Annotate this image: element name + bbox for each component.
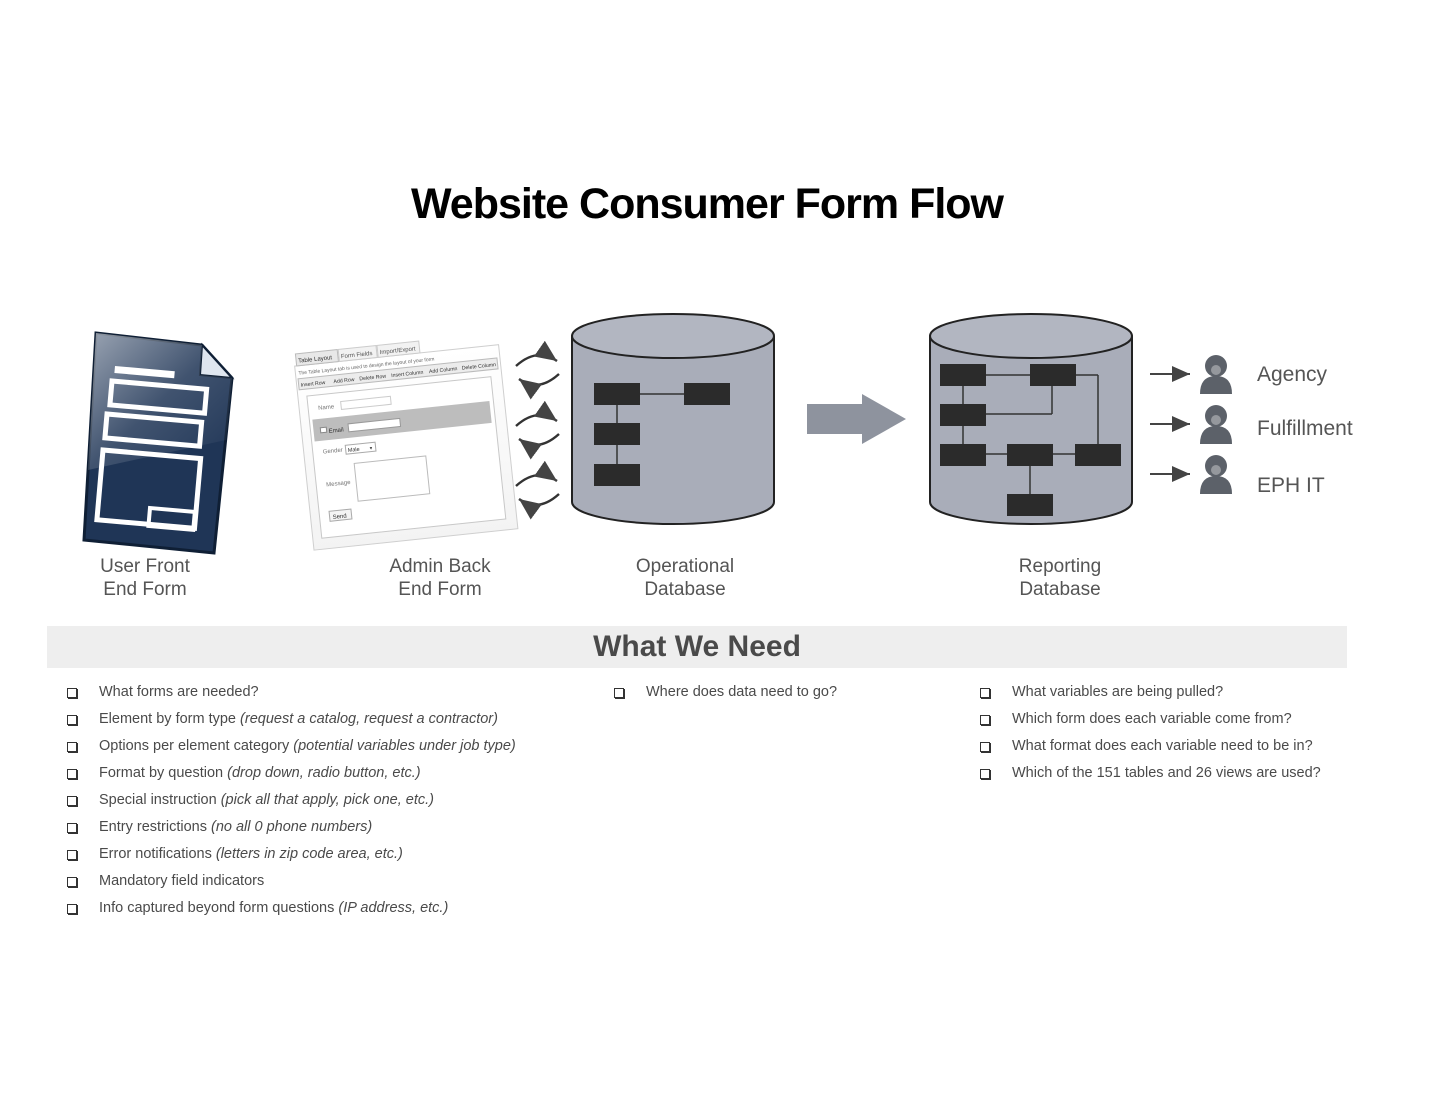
item-note: (request a catalog, request a contractor… bbox=[240, 711, 498, 727]
admin-toolbar-button: Delete Column bbox=[462, 362, 497, 372]
checkbox-icon bbox=[67, 742, 77, 752]
item-text: What variables are being pulled? bbox=[1012, 684, 1224, 700]
caption-line: User Front bbox=[100, 556, 190, 577]
list-item: Entry restrictions (no all 0 phone numbe… bbox=[67, 817, 587, 844]
list-item: Which form does each variable come from? bbox=[980, 709, 1380, 736]
list-item: Element by form type (request a catalog,… bbox=[67, 709, 587, 736]
item-text: What forms are needed? bbox=[99, 684, 259, 700]
caption-reporting-database: Reporting Database bbox=[980, 555, 1140, 601]
admin-tab-label: Import/Export bbox=[379, 346, 416, 356]
list-item: What format does each variable need to b… bbox=[980, 736, 1380, 763]
person-icon bbox=[1200, 455, 1232, 494]
admin-tab-label: Table Layout bbox=[298, 355, 333, 365]
caption-line: Reporting bbox=[1018, 556, 1102, 577]
list-item: Format by question (drop down, radio but… bbox=[67, 763, 587, 790]
item-text: Where does data need to go? bbox=[646, 684, 838, 700]
operational-database-icon bbox=[571, 313, 775, 525]
item-text: Mandatory field indicators bbox=[99, 873, 265, 889]
list-item: Info captured beyond form questions (IP … bbox=[67, 898, 587, 925]
needs-title: What We Need bbox=[593, 630, 801, 663]
item-note: (drop down, radio button, etc.) bbox=[227, 765, 421, 781]
list-item: Special instruction (pick all that apply… bbox=[67, 790, 587, 817]
admin-field-label: Gender bbox=[323, 448, 344, 456]
checkbox-icon bbox=[980, 769, 990, 779]
checkbox-icon bbox=[67, 877, 77, 887]
dropdown-caret-icon: ▾ bbox=[369, 445, 373, 451]
checkbox-icon bbox=[614, 688, 624, 698]
item-text: Special instruction bbox=[99, 792, 221, 808]
checkbox-icon bbox=[67, 688, 77, 698]
list-item: Where does data need to go? bbox=[614, 682, 934, 709]
person-icon bbox=[1200, 355, 1232, 394]
needs-list-forms: What forms are needed? Element by form t… bbox=[67, 682, 587, 925]
caption-line: End Form bbox=[103, 579, 187, 600]
checkbox-icon bbox=[67, 769, 77, 779]
list-item: What variables are being pulled? bbox=[980, 682, 1380, 709]
admin-send-button: Send bbox=[332, 514, 347, 521]
checkbox-icon bbox=[67, 904, 77, 914]
caption-line: Database bbox=[1019, 579, 1101, 600]
caption-line: End Form bbox=[398, 579, 482, 600]
checkbox-icon bbox=[67, 823, 77, 833]
stakeholder-label-eph-it: EPH IT bbox=[1257, 474, 1325, 497]
checkbox-icon bbox=[980, 742, 990, 752]
item-note: (potential variables under job type) bbox=[293, 738, 516, 754]
item-note: (no all 0 phone numbers) bbox=[211, 819, 373, 835]
checkbox-icon bbox=[980, 715, 990, 725]
item-text: Error notifications bbox=[99, 846, 216, 862]
item-text: Which of the 151 tables and 26 views are… bbox=[1012, 765, 1321, 781]
admin-toolbar-button: Insert Column bbox=[391, 370, 424, 379]
reporting-database-icon bbox=[929, 313, 1133, 525]
list-item: Mandatory field indicators bbox=[67, 871, 587, 898]
person-icon bbox=[1200, 405, 1232, 444]
admin-tab-label: Form Fields bbox=[341, 351, 373, 360]
checkbox-icon bbox=[67, 796, 77, 806]
list-item: Which of the 151 tables and 26 views are… bbox=[980, 763, 1380, 790]
admin-field-label: Email bbox=[328, 427, 344, 435]
admin-field-label: Name bbox=[318, 404, 335, 412]
caption-operational-database: Operational Database bbox=[605, 555, 765, 601]
checkbox-icon bbox=[980, 688, 990, 698]
item-text: Which form does each variable come from? bbox=[1012, 711, 1292, 727]
checkbox-icon bbox=[67, 715, 77, 725]
item-text: Entry restrictions bbox=[99, 819, 211, 835]
needs-list-variables: What variables are being pulled? Which f… bbox=[980, 682, 1380, 790]
caption-user-front-end-form: User Front End Form bbox=[65, 555, 225, 601]
admin-form-screenshot: Table Layout Form Fields Import/Export T… bbox=[294, 340, 519, 551]
stakeholder-label-fulfillment: Fulfillment bbox=[1257, 417, 1353, 440]
admin-gender-value: Male bbox=[348, 447, 360, 454]
admin-toolbar-button: Delete Row bbox=[359, 374, 387, 383]
sync-arrows bbox=[515, 340, 560, 520]
document-icon bbox=[82, 331, 235, 555]
caption-line: Admin Back bbox=[389, 556, 491, 577]
stakeholder-arrows bbox=[1150, 366, 1190, 482]
item-text: Options per element category bbox=[99, 738, 294, 754]
list-item: Options per element category (potential … bbox=[67, 736, 587, 763]
admin-field-label: Message bbox=[326, 480, 351, 489]
admin-toolbar-button: Add Column bbox=[429, 366, 458, 375]
flow-arrow-icon bbox=[807, 394, 906, 444]
flow-diagram: Table Layout Form Fields Import/Export T… bbox=[82, 313, 1232, 555]
caption-line: Operational bbox=[635, 556, 735, 577]
item-note: (letters in zip code area, etc.) bbox=[215, 846, 403, 862]
stakeholder-label-agency: Agency bbox=[1257, 363, 1328, 386]
item-text: Format by question bbox=[99, 765, 228, 781]
item-note: (pick all that apply, pick one, etc.) bbox=[220, 792, 435, 808]
page-title: Website Consumer Form Flow bbox=[411, 180, 1004, 228]
needs-list-destination: Where does data need to go? bbox=[614, 682, 934, 709]
admin-toolbar-button: Insert Row bbox=[300, 380, 326, 389]
item-text: Info captured beyond form questions bbox=[99, 900, 339, 916]
list-item: Error notifications (letters in zip code… bbox=[67, 844, 587, 871]
item-text: What format does each variable need to b… bbox=[1012, 738, 1313, 754]
item-note: (IP address, etc.) bbox=[338, 900, 449, 916]
needs-banner bbox=[47, 626, 1347, 668]
caption-admin-back-end-form: Admin Back End Form bbox=[360, 555, 520, 601]
caption-line: Database bbox=[644, 579, 726, 600]
item-text: Element by form type bbox=[99, 711, 241, 727]
admin-toolbar-button: Add Row bbox=[333, 377, 355, 385]
list-item: What forms are needed? bbox=[67, 682, 587, 709]
checkbox-icon bbox=[67, 850, 77, 860]
